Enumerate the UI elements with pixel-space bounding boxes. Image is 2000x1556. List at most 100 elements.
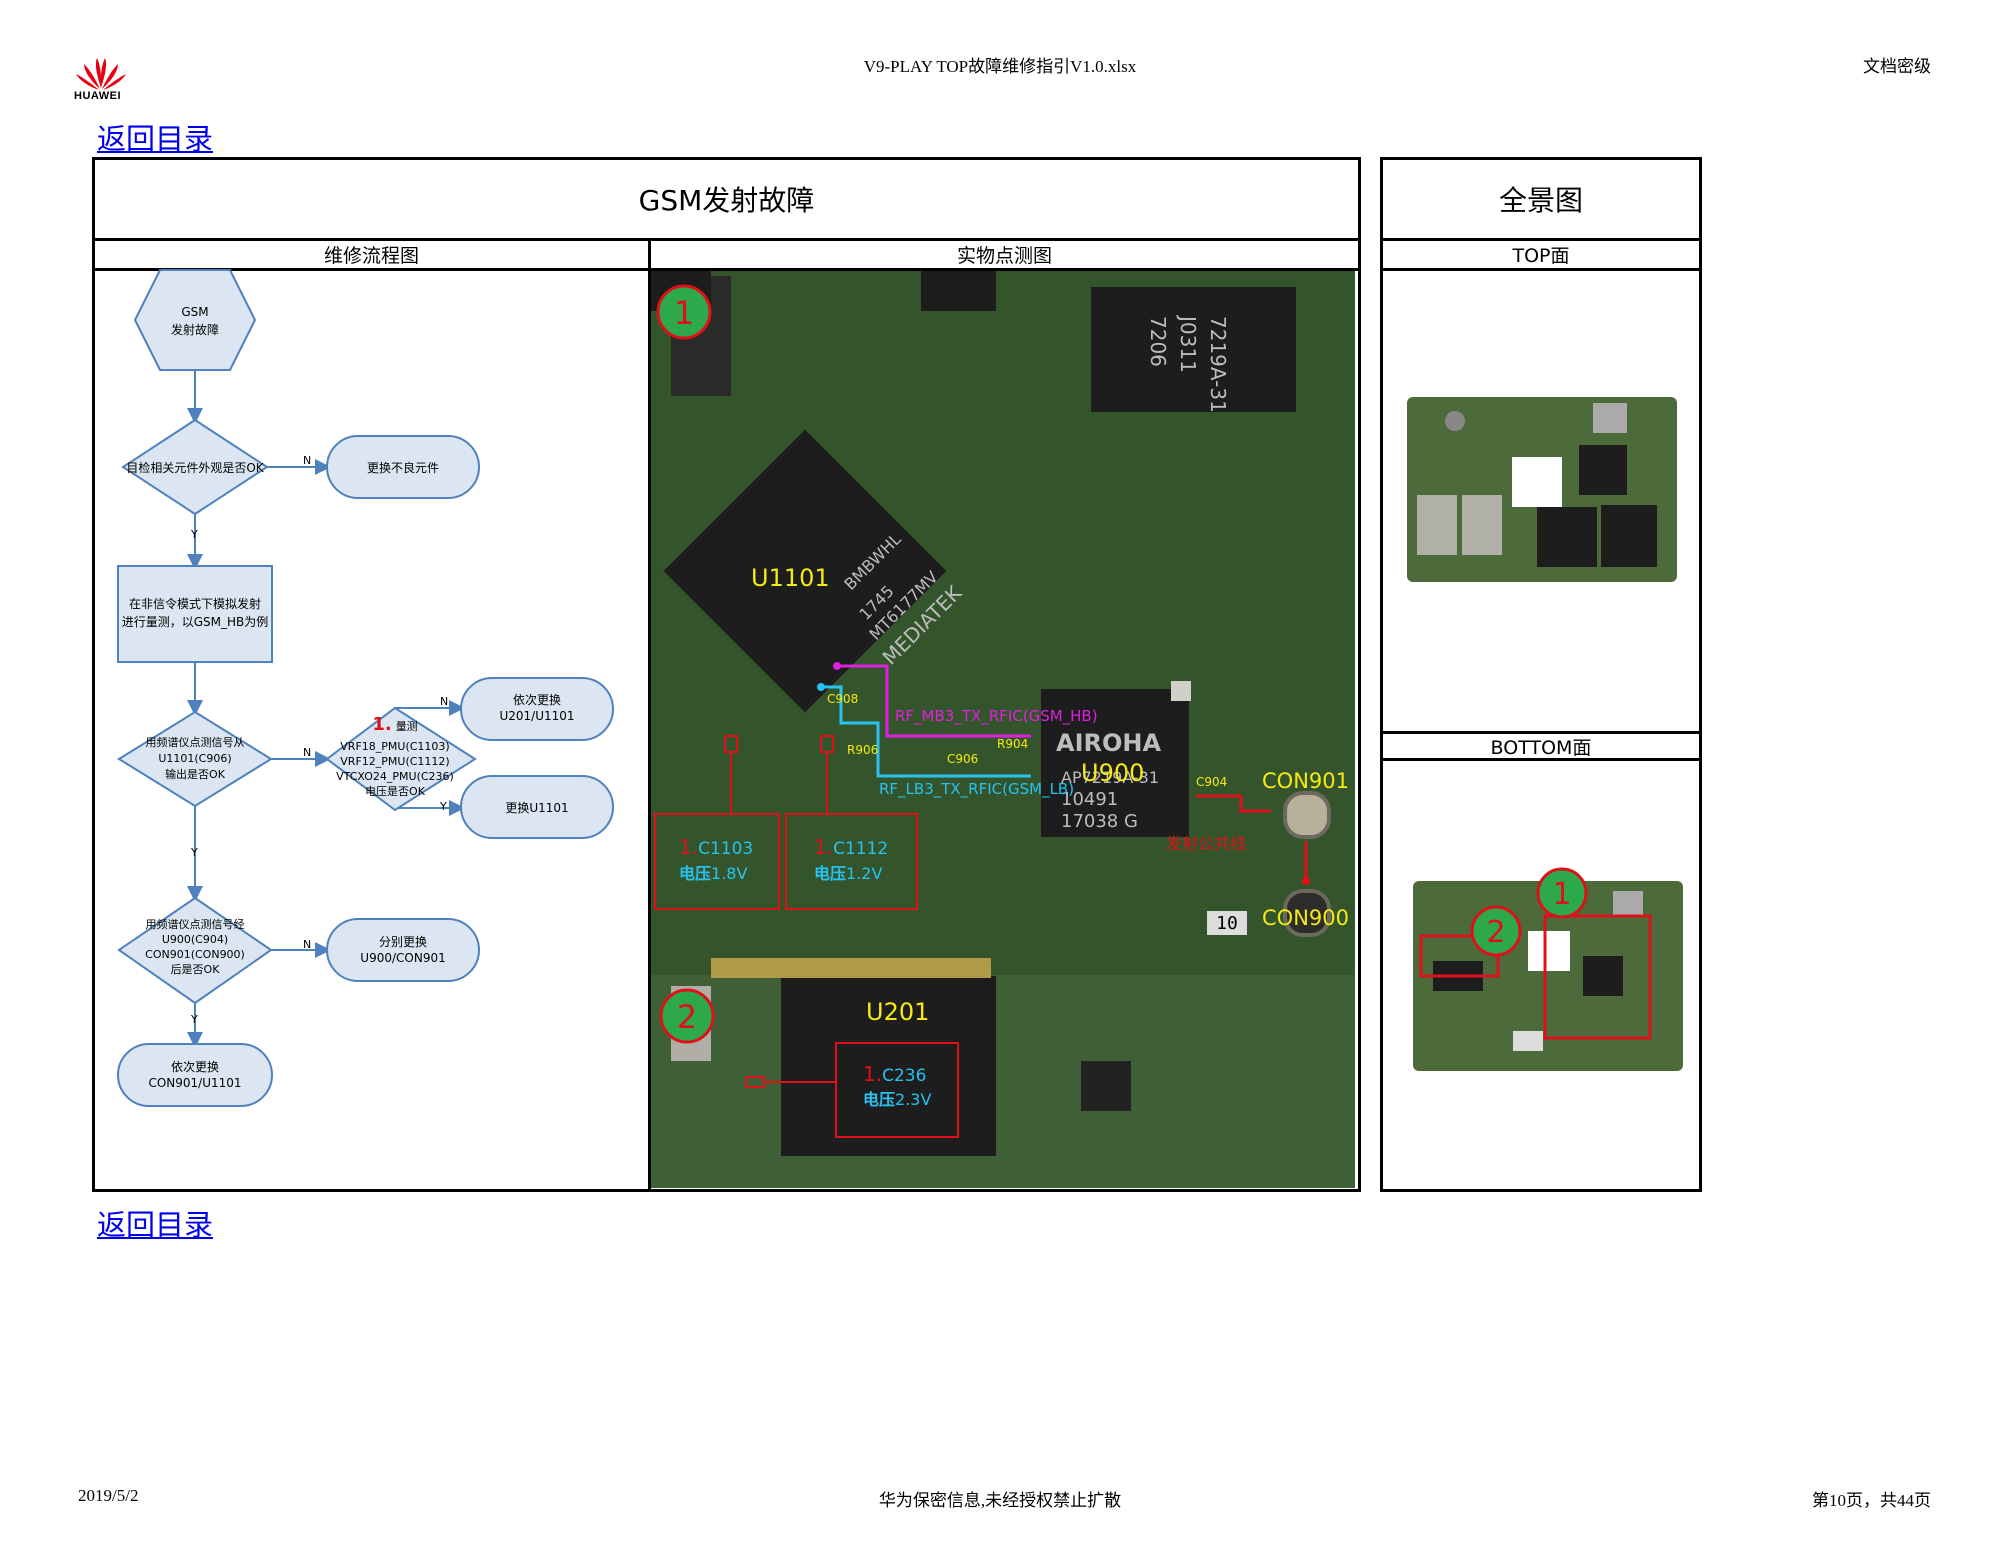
svg-text:Y: Y — [190, 1013, 198, 1026]
flow-decision-signal-u900 — [117, 896, 273, 1005]
footer-date: 2019/5/2 — [78, 1486, 139, 1505]
svg-text:N: N — [303, 746, 311, 759]
r904-label: R904 — [997, 737, 1028, 751]
svg-text:GSM: GSM — [181, 305, 208, 319]
svg-text:Y: Y — [190, 846, 198, 859]
flow-replace-bad-part — [326, 435, 480, 499]
svg-text:进行量测，以GSM_HB为例: 进行量测，以GSM_HB为例 — [122, 615, 269, 629]
photo-marker-2 — [659, 988, 715, 1044]
u900-label: U900 — [1081, 759, 1144, 787]
svg-text:AIROHA: AIROHA — [1056, 729, 1161, 757]
svg-text:1.量测: 1.量测 — [372, 714, 417, 735]
svg-text:17038 G: 17038 G — [1061, 811, 1138, 832]
flow-replace-u1101 — [460, 775, 614, 839]
footer-confidential: 华为保密信息,未经授权禁止扩散 — [878, 1491, 1122, 1510]
svg-text:电压2.3V: 电压2.3V — [863, 1090, 931, 1109]
svg-text:依次更换: 依次更换 — [171, 1059, 219, 1074]
flowchart: GSM 发射故障 目检相关元件外观是否OK N Y 更换不良元件 在非信令模式下… — [117, 269, 614, 1107]
document-title: V9-PLAY TOP故障维修指引V1.0.xlsx — [863, 57, 1137, 76]
top-board-photo — [1407, 397, 1677, 582]
svg-text:发射故障: 发射故障 — [171, 322, 219, 337]
top-side-panel — [1383, 271, 1699, 731]
svg-text:CON901/U1101: CON901/U1101 — [148, 1076, 241, 1090]
svg-text:电压1.8V: 电压1.8V — [679, 864, 747, 883]
flow-start — [133, 269, 257, 371]
con900-label: CON900 — [1262, 906, 1349, 930]
con901-label: CON901 — [1262, 769, 1349, 793]
flow-replace-u201-u1101 — [460, 677, 614, 741]
r906-label: R906 — [847, 743, 878, 757]
svg-text:Y: Y — [190, 528, 198, 541]
flow-replace-u900-con901 — [326, 918, 480, 982]
photo-marker-2-label: 2 — [677, 998, 697, 1036]
svg-text:分别更换: 分别更换 — [379, 935, 427, 949]
svg-text:1.C236: 1.C236 — [863, 1062, 926, 1086]
back-to-contents-link-bottom[interactable]: 返回目录 — [97, 1208, 214, 1242]
rf-lb3-label: RF_LB3_TX_RFIC(GSM_LB) — [879, 780, 1074, 799]
svg-text:1.C1112: 1.C1112 — [814, 835, 888, 859]
svg-text:U900(C904): U900(C904) — [162, 933, 228, 946]
flow-decision-signal-u1101 — [117, 710, 273, 808]
c906-label: C906 — [947, 752, 978, 766]
svg-text:VRF12_PMU(C1112): VRF12_PMU(C1112) — [340, 755, 449, 768]
svg-text:电压1.2V: 电压1.2V — [814, 864, 882, 883]
svg-text:AP7219A-31: AP7219A-31 — [1061, 768, 1159, 787]
top-side-header: TOP面 — [1383, 241, 1699, 271]
huawei-logo-icon — [76, 58, 126, 90]
svg-text:目检相关元件外观是否OK: 目检相关元件外观是否OK — [126, 460, 264, 475]
svg-text:10491: 10491 — [1061, 789, 1118, 810]
c908-label: C908 — [827, 692, 858, 706]
photo-marker-1 — [656, 284, 712, 340]
flow-decision-voltage — [325, 706, 477, 812]
svg-text:7206: 7206 — [1146, 316, 1170, 367]
flow-process-simulate — [117, 565, 273, 663]
flow-decision-visual-check — [121, 418, 269, 516]
svg-text:VTCXO24_PMU(C236): VTCXO24_PMU(C236) — [336, 770, 454, 783]
svg-text:1.C1103: 1.C1103 — [679, 835, 753, 859]
main-title: GSM发射故障 — [95, 160, 1358, 241]
svg-text:依次更换: 依次更换 — [513, 692, 561, 707]
u201-label: U201 — [866, 998, 929, 1026]
rf-mb3-label: RF_MB3_TX_RFIC(GSM_HB) — [895, 707, 1098, 726]
logo-text: HUAWEI — [74, 90, 121, 102]
svg-text:U900/CON901: U900/CON901 — [360, 951, 445, 965]
photo-header: 实物点测图 — [651, 241, 1358, 271]
bottom-marker-2 — [1470, 905, 1522, 957]
svg-text:输出是否OK: 输出是否OK — [165, 767, 226, 781]
overview-table: 全景图 TOP面 BOTTOM面 1 2 — [1380, 157, 1702, 1192]
svg-text:N: N — [303, 454, 311, 467]
svg-text:用频谱仪点测信号经: 用频谱仪点测信号经 — [146, 917, 245, 931]
svg-text:U201/U1101: U201/U1101 — [499, 709, 574, 723]
svg-text:BMBWHL: BMBWHL — [840, 529, 904, 593]
svg-text:更换U1101: 更换U1101 — [505, 801, 568, 815]
svg-text:电压是否OK: 电压是否OK — [365, 785, 426, 798]
svg-text:J0311: J0311 — [1176, 314, 1200, 373]
svg-text:N: N — [303, 938, 311, 951]
part-10-label: 10 — [1207, 911, 1247, 935]
tx-common-line-label: 发射公共线 — [1166, 834, 1246, 853]
u1101-label: U1101 — [751, 564, 830, 592]
bottom-marker-2-label: 2 — [1486, 915, 1505, 950]
svg-text:N: N — [440, 695, 448, 708]
svg-text:用频谱仪点测信号从: 用频谱仪点测信号从 — [146, 735, 245, 749]
flow-end — [117, 1043, 273, 1107]
bottom-side-panel: 1 2 — [1383, 761, 1699, 1161]
svg-text:U1101(C906): U1101(C906) — [158, 752, 231, 765]
back-to-contents-link-top[interactable]: 返回目录 — [97, 122, 214, 156]
footer-page: 第10页，共44页 — [1812, 1491, 1931, 1510]
svg-text:后是否OK: 后是否OK — [171, 963, 221, 976]
svg-text:在非信令模式下模拟发射: 在非信令模式下模拟发射 — [129, 596, 261, 611]
photo-marker-1-label: 1 — [674, 294, 694, 332]
security-level: 文档密级 — [1863, 57, 1931, 76]
photo-annotations: 7219A-31 J0311 7206 MEDIATEK MT6177MV 17… — [654, 284, 1349, 1138]
svg-text:更换不良元件: 更换不良元件 — [367, 460, 439, 475]
svg-text:Y: Y — [439, 800, 447, 813]
c904-label: C904 — [1196, 775, 1227, 789]
bottom-side-header: BOTTOM面 — [1383, 731, 1699, 761]
svg-text:VRF18_PMU(C1103): VRF18_PMU(C1103) — [340, 740, 449, 753]
svg-text:7219A-31: 7219A-31 — [1206, 316, 1230, 413]
pcb-photo: 10 — [651, 271, 1355, 1188]
overview-title: 全景图 — [1383, 160, 1699, 241]
svg-text:CON901(CON900): CON901(CON900) — [145, 948, 245, 961]
flow-header: 维修流程图 — [95, 241, 651, 271]
